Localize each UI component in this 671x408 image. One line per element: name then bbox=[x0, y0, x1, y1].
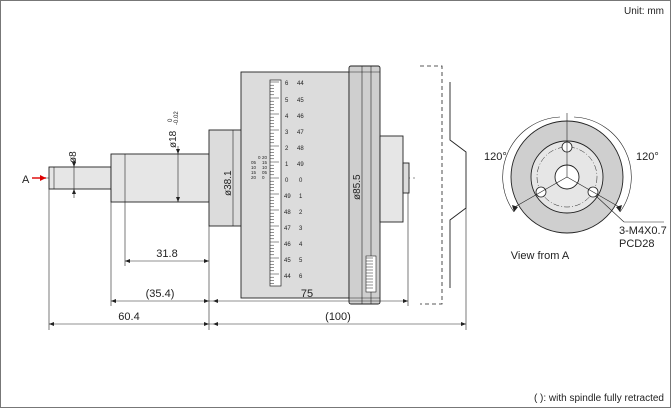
svg-text:20: 20 bbox=[262, 155, 268, 160]
svg-text:05: 05 bbox=[262, 170, 268, 175]
dim-sleeve-tol-zero: 0 bbox=[168, 118, 174, 122]
dim-35-4: (35.4) bbox=[146, 288, 175, 300]
svg-text:15: 15 bbox=[251, 170, 257, 175]
svg-text:0: 0 bbox=[258, 155, 261, 160]
brace bbox=[449, 82, 467, 288]
svg-text:5: 5 bbox=[285, 98, 289, 104]
end-view-pcd-circle bbox=[536, 146, 598, 208]
thimble-scale-right: 44 45 46 47 48 49 0 1 2 3 4 5 6 bbox=[297, 81, 304, 280]
svg-text:45: 45 bbox=[297, 98, 304, 104]
end-view: 120° 120° 3-M4X0.7 PCD28 View from A bbox=[484, 113, 667, 262]
svg-text:2: 2 bbox=[285, 146, 289, 152]
view-from-a-label: View from A bbox=[511, 250, 570, 262]
svg-text:10: 10 bbox=[251, 165, 257, 170]
angle-right-label: 120° bbox=[636, 151, 659, 163]
dim-31-8: 31.8 bbox=[156, 248, 177, 260]
svg-text:10: 10 bbox=[262, 165, 268, 170]
svg-text:45: 45 bbox=[284, 258, 291, 264]
svg-text:47: 47 bbox=[297, 130, 304, 136]
svg-text:46: 46 bbox=[297, 114, 304, 120]
spindle bbox=[48, 166, 112, 190]
svg-text:20: 20 bbox=[251, 175, 257, 180]
svg-text:0: 0 bbox=[262, 175, 265, 180]
svg-text:6: 6 bbox=[299, 274, 303, 280]
dim-sleeve-dia: ø18 bbox=[168, 130, 179, 148]
svg-text:44: 44 bbox=[297, 81, 304, 87]
dim-barrel-dia: ø38.1 bbox=[223, 170, 234, 196]
svg-text:44: 44 bbox=[284, 274, 291, 280]
footnote: ( ): with spindle fully retracted bbox=[534, 393, 664, 404]
side-view: A 0 05 10 15 20 20 15 10 05 0 bbox=[22, 65, 467, 330]
dim-60-4: 60.4 bbox=[118, 311, 139, 323]
angle-arc-left bbox=[502, 116, 561, 213]
svg-text:2: 2 bbox=[299, 210, 303, 216]
svg-text:05: 05 bbox=[251, 160, 257, 165]
main-scale-body bbox=[240, 71, 350, 299]
dim-75: 75 bbox=[301, 288, 313, 300]
sleeve-scale: 0 05 10 15 20 20 15 10 05 0 bbox=[251, 155, 268, 180]
svg-text:49: 49 bbox=[297, 162, 304, 168]
svg-text:48: 48 bbox=[284, 210, 291, 216]
svg-text:3: 3 bbox=[299, 226, 303, 232]
view-arrow-head bbox=[40, 175, 46, 181]
angle-left-label: 120° bbox=[484, 151, 507, 163]
svg-text:46: 46 bbox=[284, 242, 291, 248]
ratchet-knob bbox=[402, 162, 410, 194]
svg-text:1: 1 bbox=[285, 162, 289, 168]
thimble-scale-left: 6 5 4 3 2 1 0 49 48 47 46 45 44 bbox=[284, 81, 291, 280]
angle-arc-right bbox=[573, 116, 632, 213]
svg-text:4: 4 bbox=[285, 114, 289, 120]
ratchet bbox=[379, 135, 404, 223]
sleeve bbox=[110, 153, 210, 203]
view-arrow-label: A bbox=[22, 174, 30, 186]
dim-sleeve-tol: -0.02 bbox=[174, 111, 180, 125]
dim-lines: 31.8 (35.4) 75 60.4 (100) bbox=[49, 248, 466, 326]
svg-text:3: 3 bbox=[285, 130, 289, 136]
barrel bbox=[208, 129, 245, 227]
svg-text:6: 6 bbox=[285, 81, 289, 87]
svg-text:48: 48 bbox=[297, 146, 304, 152]
thread-label: 3-M4X0.7 bbox=[619, 225, 667, 237]
svg-text:47: 47 bbox=[284, 226, 291, 232]
dim-thimble-dia: ø85.5 bbox=[352, 174, 363, 200]
svg-text:5: 5 bbox=[299, 258, 303, 264]
svg-text:4: 4 bbox=[299, 242, 303, 248]
unit-label: Unit: mm bbox=[624, 6, 664, 17]
svg-text:1: 1 bbox=[299, 194, 303, 200]
svg-text:0: 0 bbox=[285, 178, 289, 184]
dim-100: (100) bbox=[325, 311, 351, 323]
svg-text:49: 49 bbox=[284, 194, 291, 200]
dim-spindle-dia: ø8 bbox=[68, 151, 79, 163]
pcd-label: PCD28 bbox=[619, 238, 654, 250]
svg-text:15: 15 bbox=[262, 160, 268, 165]
svg-text:0: 0 bbox=[299, 178, 303, 184]
extended-outline bbox=[420, 65, 443, 305]
